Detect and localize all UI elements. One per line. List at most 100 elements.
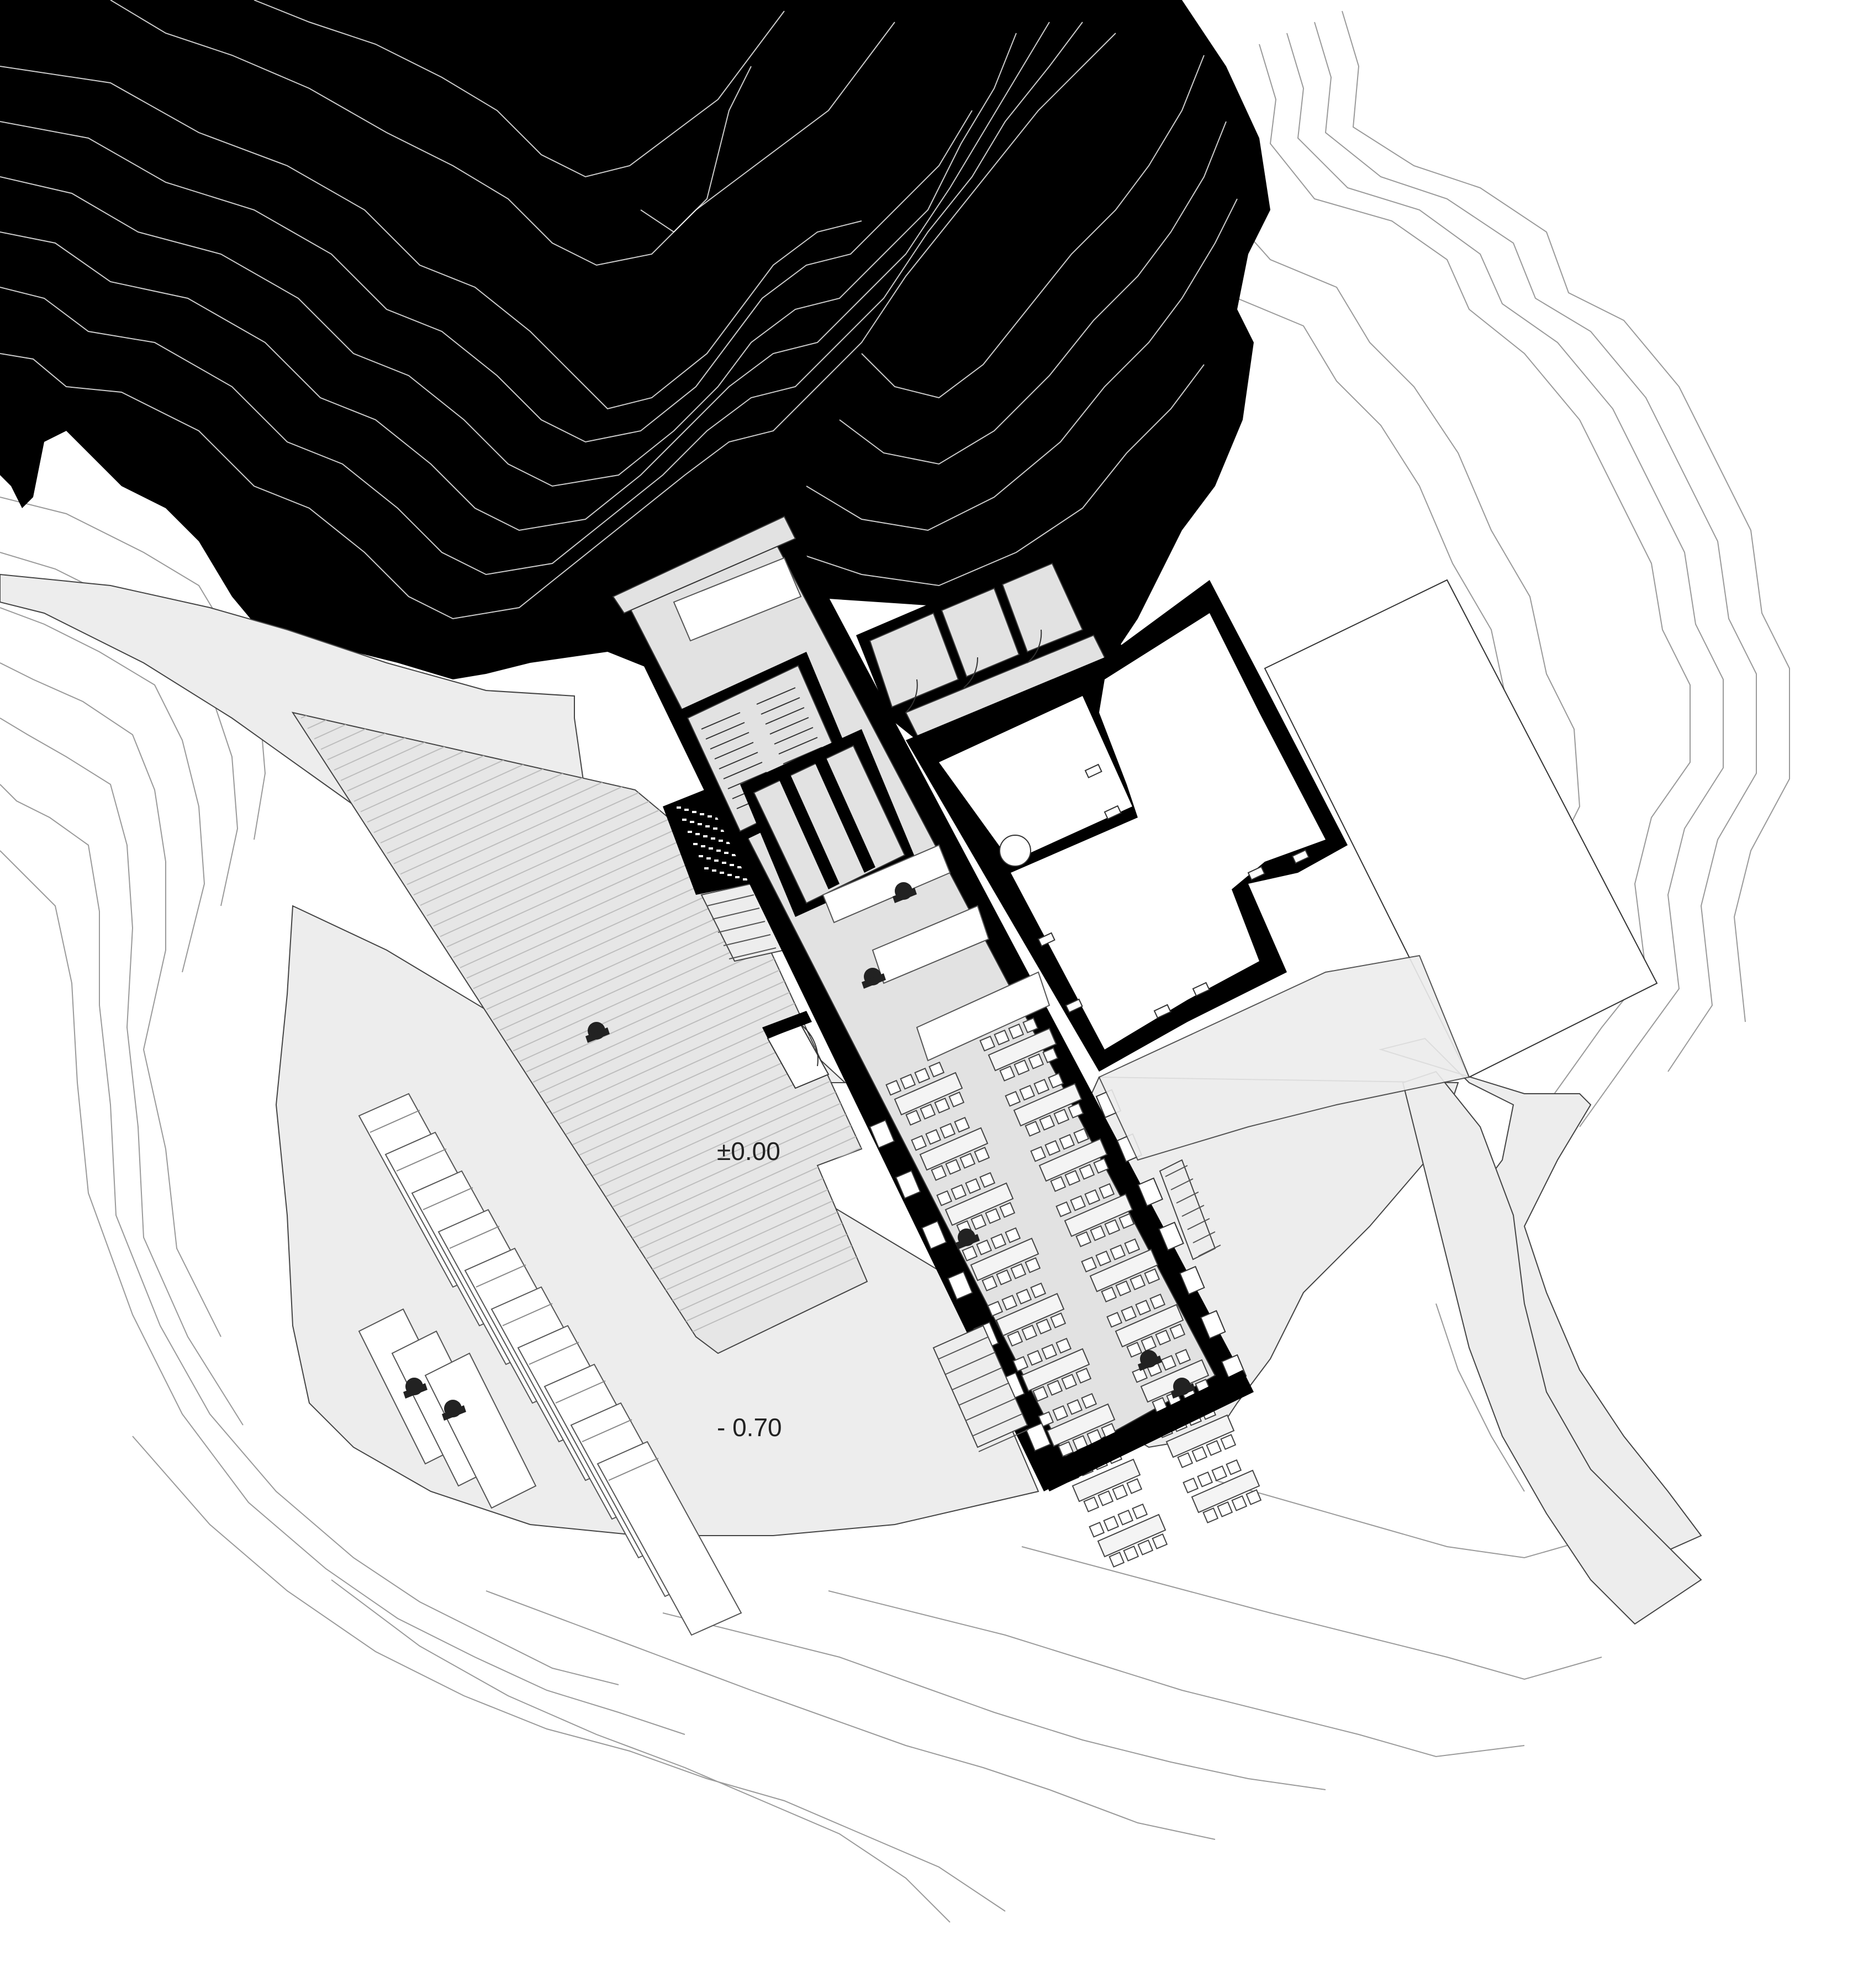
chair bbox=[1197, 1471, 1213, 1488]
stair-step bbox=[765, 707, 805, 725]
step-line bbox=[958, 1383, 1009, 1406]
chair bbox=[1084, 1189, 1101, 1205]
chair bbox=[1124, 1238, 1141, 1254]
window-opening bbox=[1037, 932, 1055, 947]
chair bbox=[1226, 1459, 1242, 1475]
dining-table bbox=[1097, 1514, 1166, 1558]
chair bbox=[931, 1165, 947, 1181]
step-line bbox=[965, 1398, 1016, 1421]
lounger-divider bbox=[582, 1419, 632, 1442]
stair-tread bbox=[737, 866, 742, 868]
deck-hatch-line bbox=[685, 1155, 867, 1322]
window-opening bbox=[947, 1270, 973, 1300]
stair-tread bbox=[708, 815, 712, 818]
stair-step bbox=[705, 722, 745, 740]
dining-table bbox=[1191, 1469, 1260, 1514]
stair-step bbox=[756, 687, 796, 705]
lounger-divider bbox=[555, 1380, 606, 1404]
dining-table bbox=[988, 1027, 1057, 1072]
stair-tread bbox=[727, 874, 732, 876]
person-figure-arms bbox=[442, 1405, 466, 1421]
chair bbox=[905, 1110, 922, 1126]
stair-tread bbox=[692, 811, 696, 813]
chair bbox=[1055, 1201, 1072, 1217]
stair-tread bbox=[699, 855, 703, 857]
stair-step bbox=[710, 732, 749, 750]
chair bbox=[1152, 1533, 1168, 1549]
chair bbox=[1042, 1047, 1059, 1063]
chair bbox=[1075, 1231, 1092, 1247]
courtyard-windows bbox=[1037, 763, 1310, 1019]
stair-step bbox=[727, 772, 767, 789]
chair bbox=[1112, 1484, 1128, 1500]
stair-step bbox=[783, 747, 822, 764]
stair-tread bbox=[732, 854, 736, 856]
dining-table bbox=[1140, 1359, 1210, 1403]
chair bbox=[1115, 1280, 1132, 1296]
hill-mass bbox=[0, 0, 1270, 679]
stair-tread bbox=[688, 831, 692, 833]
window-opening bbox=[1084, 763, 1102, 779]
lounger-divider bbox=[502, 1303, 553, 1326]
chair bbox=[1099, 1183, 1115, 1199]
stair-tread bbox=[721, 830, 725, 832]
stair-tread bbox=[709, 847, 713, 850]
people-figures bbox=[403, 882, 1195, 1421]
chair bbox=[1211, 1465, 1228, 1481]
dining-table bbox=[1038, 1138, 1108, 1182]
chair bbox=[1093, 1158, 1110, 1174]
chair bbox=[1141, 1336, 1157, 1352]
level-label-terrace: ±0.00 bbox=[717, 1137, 780, 1166]
chair bbox=[996, 1269, 1012, 1285]
dining-tables bbox=[885, 1017, 1262, 1568]
chair bbox=[990, 1233, 1007, 1249]
chair bbox=[954, 1116, 970, 1133]
south-step-lines bbox=[938, 1336, 1029, 1452]
stair-tread bbox=[698, 823, 702, 825]
chair bbox=[1083, 1496, 1100, 1512]
chair bbox=[1061, 1374, 1078, 1390]
chair bbox=[1050, 1176, 1067, 1192]
deck-hatch-line bbox=[572, 978, 867, 1146]
chair bbox=[1126, 1478, 1143, 1494]
chair bbox=[1055, 1337, 1072, 1354]
chair bbox=[1050, 1312, 1067, 1328]
chair bbox=[1005, 1227, 1021, 1243]
person-figure-arms bbox=[862, 973, 886, 989]
chair bbox=[1079, 1164, 1095, 1180]
window-opening bbox=[1192, 982, 1210, 997]
chair bbox=[925, 1129, 942, 1145]
chair bbox=[1144, 1268, 1160, 1284]
chair bbox=[1012, 1356, 1029, 1372]
window-opening bbox=[921, 1220, 947, 1250]
chair bbox=[1160, 1354, 1177, 1371]
window-opening bbox=[1247, 866, 1265, 881]
stair-step bbox=[723, 762, 763, 779]
chair bbox=[1231, 1495, 1248, 1511]
chair bbox=[1016, 1288, 1032, 1305]
deck-hatch-line bbox=[632, 1072, 867, 1239]
step-line bbox=[945, 1352, 996, 1375]
chair bbox=[1089, 1521, 1105, 1538]
chair bbox=[1053, 1109, 1070, 1125]
chair bbox=[928, 1061, 945, 1078]
chair bbox=[951, 1184, 967, 1200]
chair bbox=[1106, 1311, 1123, 1328]
deck-hatch-line bbox=[340, 713, 706, 781]
dining-table bbox=[1046, 1403, 1116, 1447]
step-line bbox=[729, 947, 777, 959]
deck-hatch-line bbox=[612, 1041, 867, 1208]
chair bbox=[1001, 1294, 1018, 1311]
chair bbox=[1135, 1299, 1152, 1316]
window-opening bbox=[895, 1170, 921, 1199]
deck-hatch-line bbox=[691, 1166, 867, 1333]
stair-step bbox=[774, 727, 814, 745]
entrance-steps bbox=[700, 883, 785, 962]
person-figure-arms bbox=[585, 1027, 610, 1043]
stair-step bbox=[769, 717, 809, 735]
window-opening bbox=[1291, 849, 1310, 864]
stair-tread bbox=[719, 840, 723, 842]
chair bbox=[920, 1104, 936, 1120]
chair bbox=[1177, 1452, 1194, 1468]
person-figure-arms bbox=[1171, 1383, 1195, 1399]
